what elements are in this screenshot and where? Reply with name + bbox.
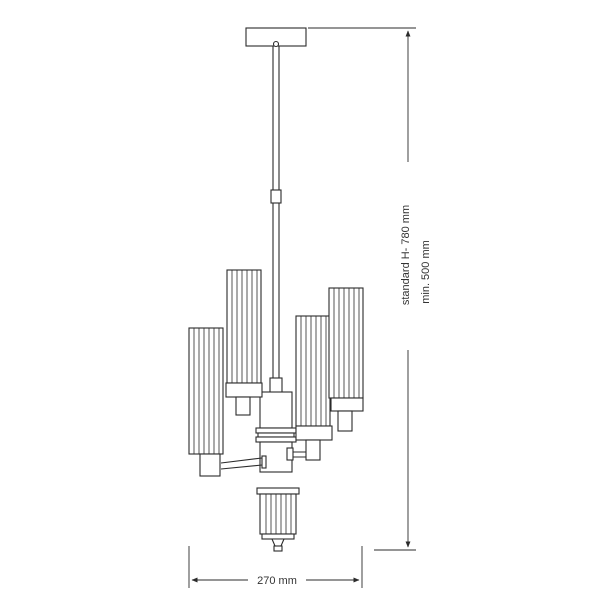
height-dimension: standard H- 780 mm min. 500 mm <box>308 27 432 551</box>
width-dimension: 270 mm <box>188 546 363 588</box>
suspension-rod <box>269 46 283 394</box>
ceiling-canopy <box>245 27 307 48</box>
height-standard-label: standard H- 780 mm <box>400 205 412 305</box>
width-label: 270 mm <box>257 575 297 587</box>
height-min-label: min. 500 mm <box>420 240 432 304</box>
glass-shade-4 <box>328 287 364 432</box>
glass-shade-1 <box>188 327 224 477</box>
central-body <box>255 391 297 473</box>
bottom-crystal-cage <box>256 487 300 552</box>
glass-shade-2 <box>225 269 263 416</box>
glass-shade-3 <box>295 315 333 461</box>
